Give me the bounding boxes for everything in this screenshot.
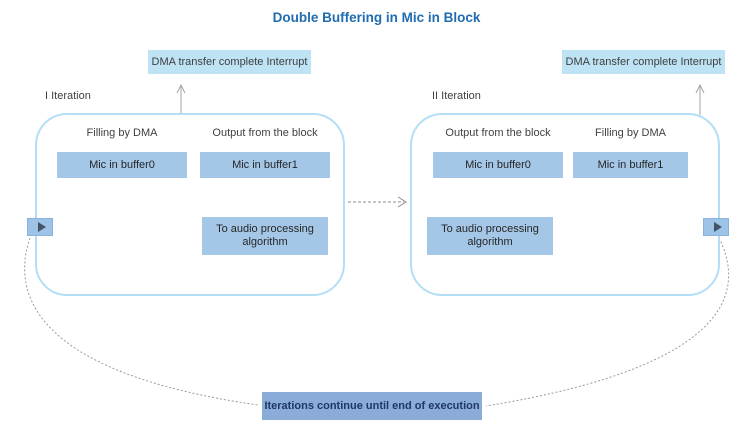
left-start-marker [27,218,53,236]
iteration-1-filling-heading: Filling by DMA [86,127,158,139]
iteration-1-block [35,113,345,296]
iteration-2-block [410,113,720,296]
audio-processing-box-iter2: To audio processing algorithm [427,217,553,255]
audio-processing-box-iter1: To audio processing algorithm [202,217,328,255]
dma-interrupt-box-right: DMA transfer complete Interrupt [562,50,725,74]
iteration-2-label: II Iteration [432,90,481,102]
iteration-2-output-heading: Output from the block [445,127,551,139]
diagram-title: Double Buffering in Mic in Block [272,10,481,25]
play-icon [37,222,46,232]
mic-buffer0-box-iter2: Mic in buffer0 [433,152,563,178]
mic-buffer0-box-iter1: Mic in buffer0 [57,152,187,178]
iterations-continue-note: Iterations continue until end of executi… [262,392,482,420]
iteration-1-output-heading: Output from the block [212,127,318,139]
left-interrupt-arrowhead [176,83,186,94]
iteration-transition-arrowhead [397,196,407,208]
iteration-2-filling-heading: Filling by DMA [595,127,666,139]
play-icon [713,222,722,232]
mic-buffer1-box-iter2: Mic in buffer1 [573,152,688,178]
right-start-marker [703,218,729,236]
mic-buffer1-box-iter1: Mic in buffer1 [200,152,330,178]
iteration-1-label: I Iteration [45,90,91,102]
right-interrupt-arrowhead [695,83,705,94]
dma-interrupt-box-left: DMA transfer complete Interrupt [148,50,311,74]
